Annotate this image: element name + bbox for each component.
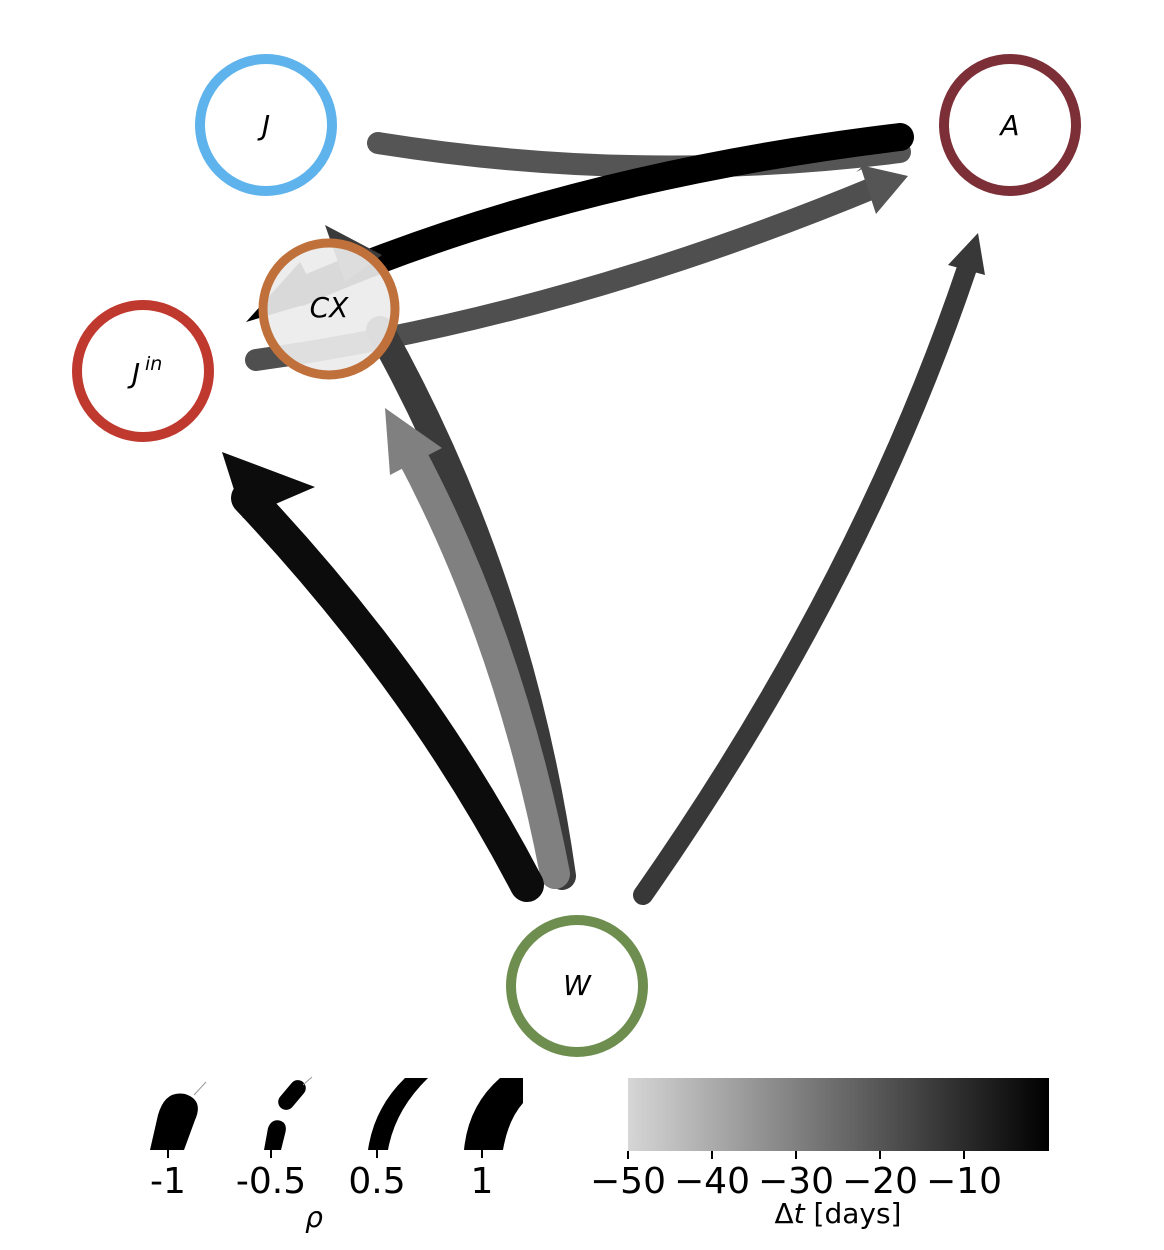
edge-j-to-a-arrowhead [856,148,905,172]
node-j-circle [195,54,337,196]
node-cx-circle [258,238,400,380]
colorbar-tick-neg50: −50 [590,1161,666,1202]
edge-jin-to-a-arrowhead [860,165,908,214]
colorbar-label-prefix: Δ [775,1197,794,1230]
node-w: W [506,915,648,1057]
colorbar-tick-neg40: −40 [674,1161,750,1202]
edge-w-to-jin-arrowhead [222,452,315,518]
rho-legend-glyph-neg05-tail [302,1076,313,1086]
rho-axis-label: ρ [305,1201,323,1234]
edge-w-to-cx-gray [395,437,570,889]
node-jin-sup: in [145,353,162,375]
edge-w-to-jin [231,481,544,902]
edge-w-to-a-arrowhead [948,233,985,275]
colorbar-ticks [627,1151,965,1159]
edge-w-to-cx-gray-arrowhead [385,408,442,475]
rho-legend-glyph-neg1 [150,1093,198,1150]
delta-t-colorbar: −50 −40 −30 −20 −10 Δt [days] [590,1078,1049,1230]
node-jin-circle [72,300,214,442]
rho-legend-glyph-neg05-upper [278,1080,306,1110]
edge-w-to-a [633,258,977,905]
colorbar-tick-neg10: −10 [926,1161,1002,1202]
colorbar-axis-label: Δt [days] [775,1197,902,1230]
node-w-circle [506,915,648,1057]
colorbar-label-suffix: [days] [805,1197,902,1230]
rho-legend-glyph-neg1-tail [193,1081,207,1096]
node-w-label: W [563,969,592,1002]
node-cx-label: CX [310,291,350,324]
colorbar-gradient [628,1078,1049,1151]
rho-tick-05: 0.5 [348,1161,405,1202]
nodes: J A J in CX W [72,54,1081,1057]
node-a-circle [939,54,1081,196]
colorbar-label-var: t [794,1197,806,1230]
rho-legend: -1 -0.5 0.5 1 ρ [150,1076,523,1234]
rho-tick-neg05: -0.5 [236,1161,306,1202]
colorbar-tick-neg30: −30 [758,1161,834,1202]
node-a: A [939,54,1081,196]
rho-tick-1: 1 [471,1161,494,1202]
rho-legend-glyph-1 [464,1078,523,1150]
rho-legend-ticks [167,1150,483,1158]
colorbar-tick-neg20: −20 [842,1161,918,1202]
rho-legend-glyph-neg05-lower [264,1120,286,1150]
rho-legend-glyph-05 [368,1078,428,1150]
node-j: J [195,54,337,196]
rho-tick-neg1: -1 [150,1161,186,1202]
node-a-label: A [998,109,1019,142]
node-cx: CX [258,238,400,380]
node-jin: J in [72,300,214,442]
